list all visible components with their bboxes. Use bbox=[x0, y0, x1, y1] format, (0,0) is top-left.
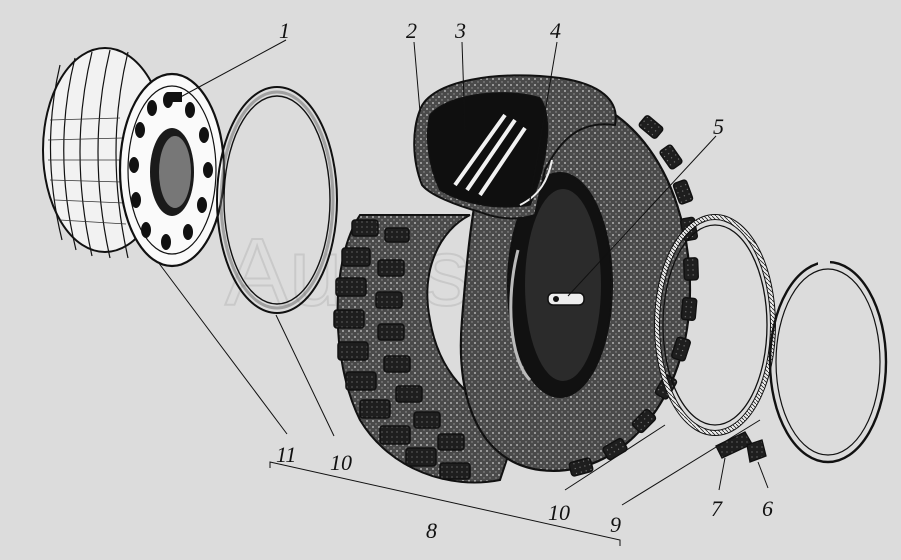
wedge-6 bbox=[746, 439, 767, 463]
tire bbox=[333, 74, 699, 484]
callout-9: 9 bbox=[610, 512, 621, 537]
callout-4: 4 bbox=[550, 18, 561, 43]
callout-3: 3 bbox=[454, 18, 466, 43]
callout-8: 8 bbox=[426, 518, 437, 543]
split-ring bbox=[768, 258, 888, 464]
side-ring-left bbox=[216, 86, 338, 314]
callout-11: 11 bbox=[276, 442, 296, 467]
valve-stem bbox=[547, 292, 585, 306]
callout-5: 5 bbox=[713, 114, 724, 139]
callout-1: 1 bbox=[279, 18, 290, 43]
callout-10-left: 10 bbox=[330, 450, 352, 475]
callout-6: 6 bbox=[762, 496, 773, 521]
callouts: 1 2 3 4 5 6 7 8 9 10 10 11 bbox=[276, 18, 773, 543]
callout-10-right: 10 bbox=[548, 500, 570, 525]
callout-2: 2 bbox=[406, 18, 417, 43]
wheel-rim bbox=[42, 47, 226, 268]
callout-7: 7 bbox=[711, 496, 723, 521]
leader-lines bbox=[157, 39, 769, 546]
